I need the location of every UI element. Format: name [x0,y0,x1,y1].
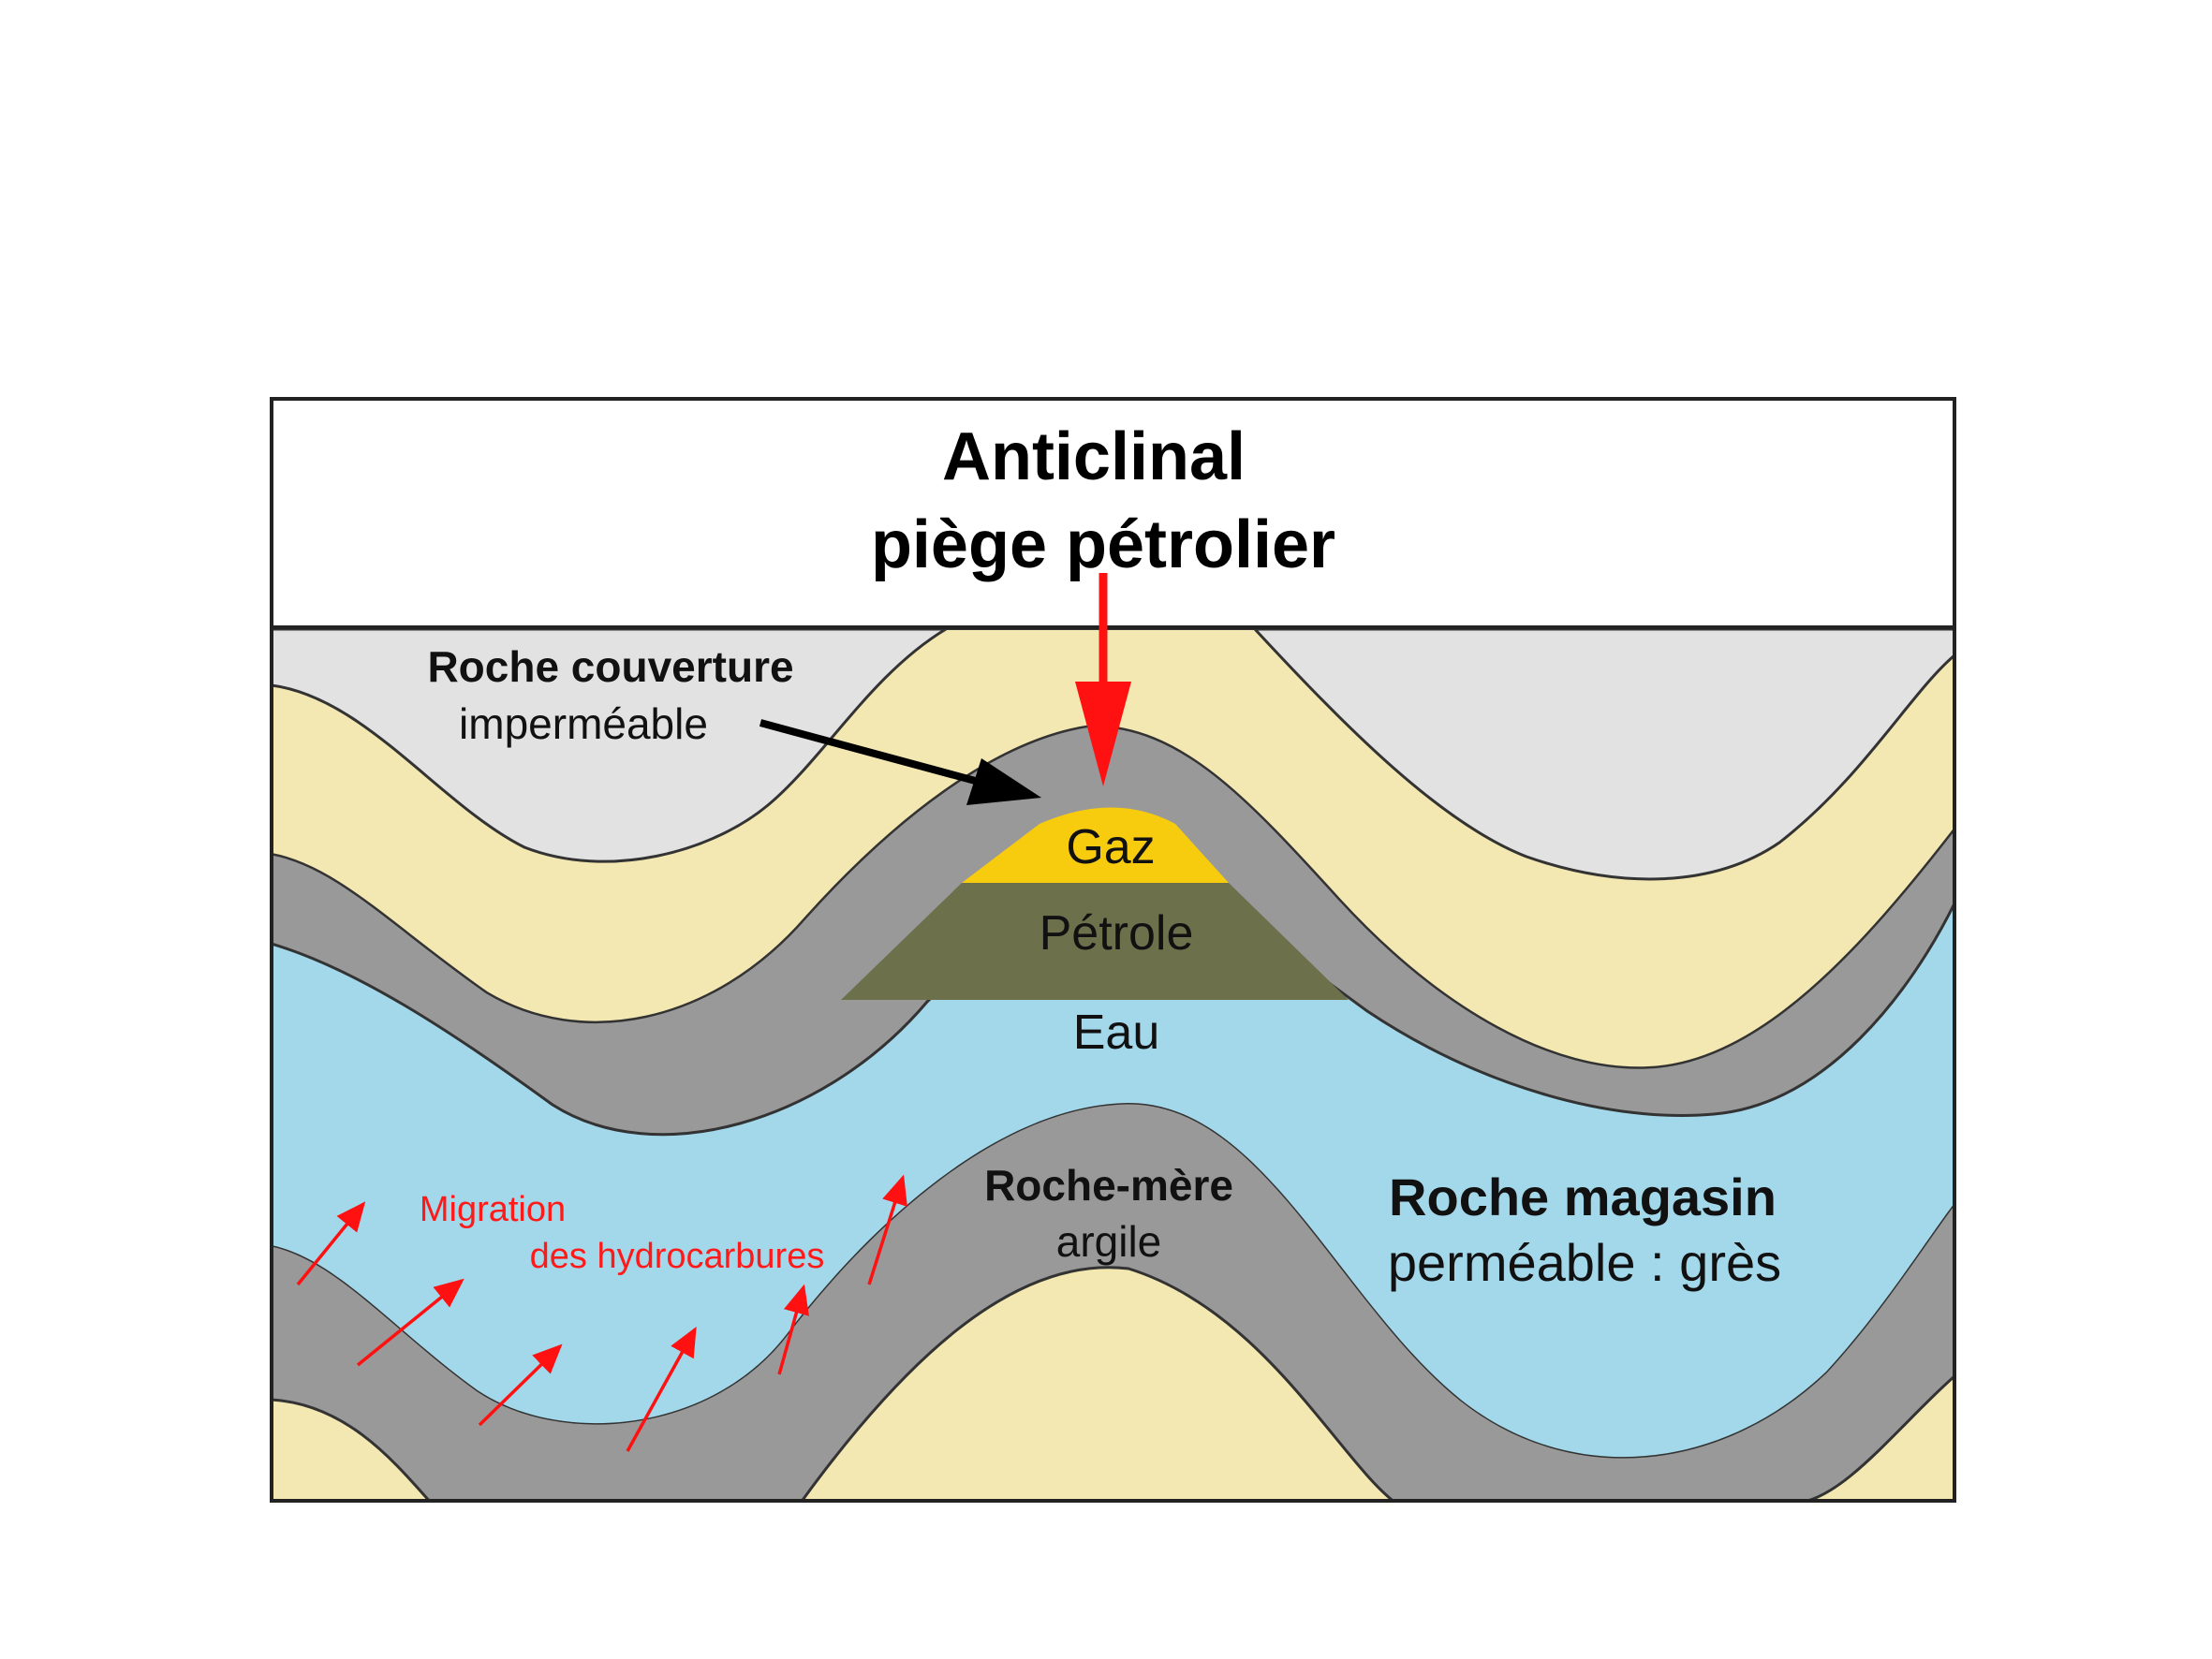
diagram-title-line2: piège pétrolier [871,507,1335,582]
title-panel [270,397,1956,629]
migration-arrows [296,1174,907,1452]
water-label: Eau [1073,1006,1160,1060]
caprock-sub-label: imperméable [459,699,708,748]
migration-label-line1: Migration [420,1190,566,1229]
diagram-title-line1: Anticlinal [942,419,1246,494]
oil-zone [841,883,1349,1000]
reservoir-title-label: Roche magasin [1389,1167,1777,1226]
source-rock-title-label: Roche-mère [984,1161,1233,1210]
source-rock-sub-label: argile [1056,1217,1162,1266]
upper-right-clay-basin [1251,627,1954,881]
migration-label-line2: des hydrocarbures [530,1237,825,1276]
gas-label: Gaz [1066,820,1155,874]
reservoir-water-layer [272,866,1954,1458]
reservoir-sub-label: perméable : grès [1388,1233,1781,1292]
oil-label: Pétrole [1040,906,1194,961]
caprock-title-label: Roche couverture [427,642,793,691]
upper-left-clay-basin [272,627,951,863]
trap-pointer-arrow [1075,573,1131,786]
cross-section [272,627,1954,1501]
gas-zone [962,807,1229,883]
cross-section-frame [270,625,1956,1503]
caprock-pointer-arrow [759,719,1041,805]
